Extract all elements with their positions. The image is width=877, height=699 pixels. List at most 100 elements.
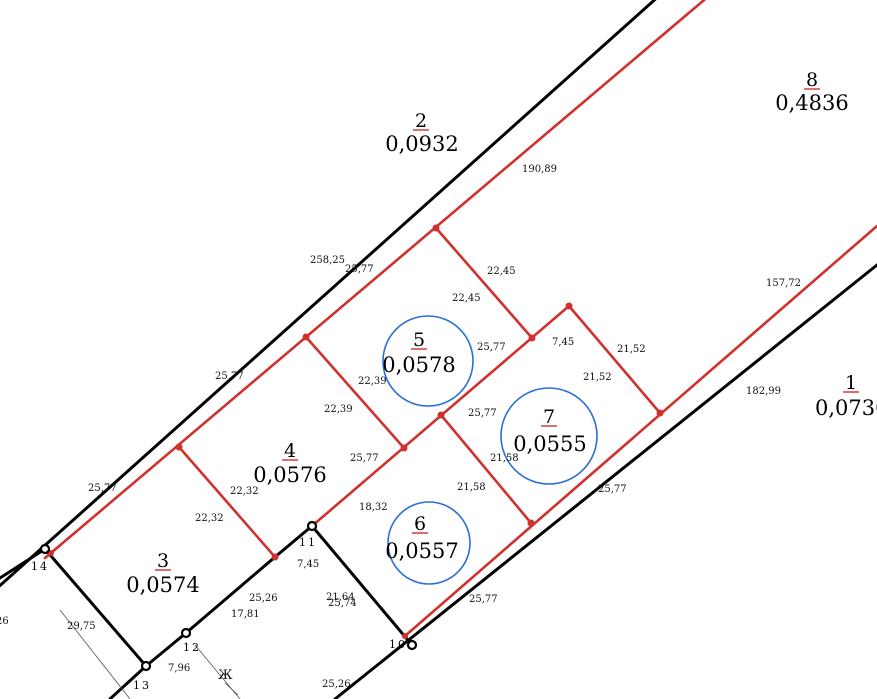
parcel-area: 0,0576 [253,463,326,487]
dimension-label: 25,77 [350,453,379,464]
point-label-10: 10 [389,638,407,651]
boundary-line-lower [333,263,877,699]
dimension-label: 7,45 [297,559,319,570]
vertex [528,334,536,342]
dimension-label: 25,26 [249,593,278,604]
vertex [402,633,408,639]
point-marker-11 [306,520,318,532]
plot-line-4-5 [304,335,406,450]
highlight-circle-5 [382,315,474,407]
dimension-label: 25,77 [215,371,244,382]
parcel-area: 0,0555 [513,432,586,456]
dimension-label: 21,64 [326,592,355,603]
parcel-7: 7 0,0555 [513,406,586,456]
boundary-line-segment [184,555,277,635]
parcel-area: 0,0578 [382,353,455,377]
vertex [432,224,440,232]
dimension-label: 25,77 [477,342,506,353]
parcel-area: 0,0730 [815,396,877,420]
plot-line-7-right [567,304,662,415]
dimension-label: 7,45 [552,337,574,348]
dimension-label: 22,39 [324,404,353,415]
vertex [437,411,445,419]
dimension-label: 25,77 [345,264,374,275]
plot-line-lower [403,224,877,638]
parcel-number: 7 [543,406,555,428]
dimension-label: 182,99 [746,386,781,397]
dimension-label: 21,58 [490,453,519,464]
dimension-label: 7,96 [168,663,190,674]
dimension-label: 157,72 [766,278,801,289]
dimension-label: 25,77 [598,484,627,495]
boundary-line-segment-2 [273,524,314,559]
point-marker-14 [39,543,51,555]
dimension-label: 22,45 [452,293,481,304]
parcel-area: 0,0557 [385,539,458,563]
direction-label: Ж [218,668,233,683]
vertex [565,302,573,310]
point-marker-13 [140,660,152,672]
vertex [656,409,664,417]
point-label-13: 13 [133,679,151,692]
dimension-label: 25,77 [468,408,497,419]
dimension-label: 25,74 [328,598,357,609]
highlight-circle-6 [387,501,471,585]
boundary-line-upper [0,0,657,588]
boundary-line-left [0,547,47,580]
parcel-area: 0,0574 [126,573,199,597]
parcel-number: 1 [845,372,857,394]
dimension-label: 190,89 [522,164,557,175]
parcel-area: 0,4836 [775,91,848,115]
parcel-8: 8 0,4836 [775,69,848,115]
parcel-4: 4 0,0576 [253,440,326,487]
dimension-label: 258,25 [310,255,345,266]
boundary-line-bottom-left [108,664,148,699]
parcel-5: 5 0,0578 [382,329,455,377]
vertex [527,519,535,527]
leader-line-2 [59,609,131,699]
parcel-3: 3 0,0574 [126,550,199,597]
dimension-label: 22,39 [358,376,387,387]
vertex [302,333,310,341]
point-label-12: 12 [183,641,201,654]
boundary-line-inner [43,547,148,668]
parcel-1: 1 0,0730 [815,372,877,420]
parcel-number: 8 [806,69,818,91]
plot-line-upper [43,0,707,560]
plot-line-6-7 [439,413,533,525]
vertex [271,553,279,561]
point-marker-12 [180,627,192,639]
dimension-label: 25,26 [322,679,351,690]
dimension-label: 22,32 [230,486,259,497]
dimension-label: 29,75 [67,621,96,632]
point-label-11: 11 [299,536,317,549]
vertex [175,443,183,451]
dimension-label: 17,81 [231,609,260,620]
dimension-label: 22,32 [195,513,224,524]
dimension-label: 25,77 [469,594,498,605]
dimension-label: 21,52 [617,344,646,355]
parcel-number: 2 [415,110,427,132]
parcel-6: 6 0,0557 [385,513,458,563]
vertex [400,444,408,452]
dimension-label: 26 [0,616,9,627]
point-label-14: 14 [31,560,49,573]
point-marker-10 [406,639,418,651]
dimension-label: 21,58 [457,482,486,493]
vertex [48,550,54,556]
boundary-line-point11 [310,524,414,647]
highlight-circle-7 [500,387,598,485]
parcel-area: 0,0932 [385,132,458,156]
parcel-number: 4 [284,440,296,462]
plot-line-3-4 [177,445,277,559]
parcel-2: 2 0,0932 [385,110,458,156]
parcel-number: 6 [414,513,426,535]
parcel-number: 3 [157,550,169,572]
plot-line-5-top [434,226,534,340]
dimension-label: 25,77 [88,483,117,494]
dimension-label: 21,52 [583,372,612,383]
dimension-label: 18,32 [359,502,388,513]
parcel-number: 5 [413,329,425,351]
dimension-label: 22,45 [487,266,516,277]
